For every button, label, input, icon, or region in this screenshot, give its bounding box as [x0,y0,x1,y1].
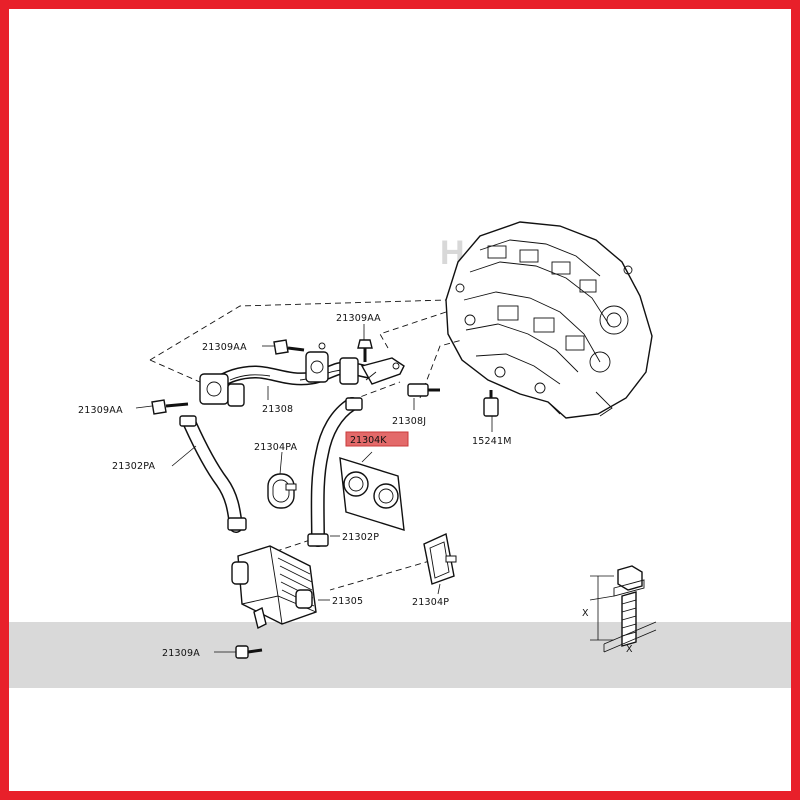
bolt-21309AA-top [357,339,373,362]
label-21308J: 21308J [392,416,426,427]
label-21309AA-left: 21309AA [78,405,123,416]
gasket-leader-dash [329,557,441,591]
label-21309AA-top: 21309AA [336,313,381,324]
label-21304PA: 21304PA [254,442,298,453]
gasket-21304PA [267,473,297,509]
label-21304K: 21304K [350,435,387,446]
bolt-21309AA-left [151,399,189,415]
water-pipe-assembly [199,351,405,407]
gasket-kit-21304K [339,457,405,531]
hose-21302PA [179,415,247,533]
bolt-dimension-detail [589,565,657,653]
assembly-outline-bottom [419,339,463,399]
bolt-21309AA-mid [273,339,326,355]
bolt-21309A [235,645,263,659]
assembly-outline-lower [351,381,401,401]
label-21305: 21305 [332,596,363,607]
label-21302PA: 21302PA [112,461,156,472]
gasket-21304P [423,532,457,585]
label-dimension-x-horizontal: X [626,644,633,655]
engine-block [445,221,653,419]
oil-cooler-21305 [231,545,317,630]
parts-diagram: H [78,221,657,659]
leader-lines [135,324,493,653]
label-21309A: 21309A [162,648,200,659]
assembly-outline-top [149,299,447,361]
bolt-15241M [483,390,499,417]
background-band [9,622,791,688]
label-15241M: 15241M [472,436,512,447]
label-21309AA-mid: 21309AA [202,342,247,353]
assembly-outline-right [379,311,447,349]
label-21308: 21308 [262,404,293,415]
highlight-box-21304K [345,431,409,447]
bolt-21308J [407,383,440,397]
label-dimension-x-vertical: X [582,608,589,619]
label-21302P: 21302P [342,532,379,543]
hose-21302P [307,397,363,547]
label-21304P: 21304P [412,597,449,608]
